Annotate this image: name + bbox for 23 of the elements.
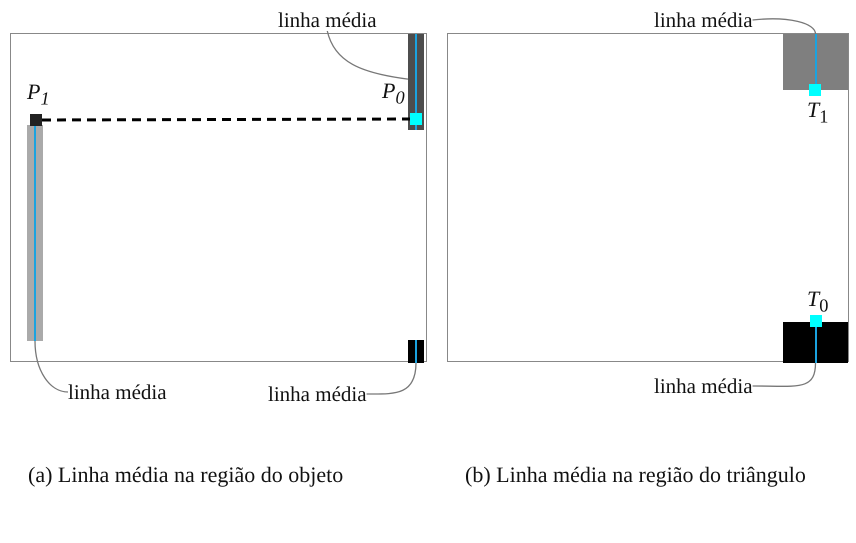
figure-caption: (b) Linha média na região do triângulo [465,461,807,489]
panel-frame [447,33,849,362]
leader-line [326,30,408,80]
point-label: P$_{0}$ [382,79,405,110]
point-label: T$_{0}$ [807,287,828,318]
midline-bar [27,125,43,341]
leader-line [34,340,68,393]
leader-line [752,362,816,387]
point-label: T$_{1}$ [807,98,828,128]
callout-label: linha média [654,375,753,397]
object-block [783,322,848,363]
panel-frame [10,33,427,362]
leader-line [366,362,417,395]
object-block [783,34,848,90]
dashed-line [42,118,410,122]
callout-label: linha média [268,383,367,405]
leader-line [752,18,816,34]
midline-bar [408,340,424,363]
callout-label: linha média [654,9,753,31]
figure-caption: (a) Linha média na região do objeto [28,461,344,489]
callout-label: linha média [68,381,167,403]
point-label: P$_{1}$ [27,80,50,110]
callout-label: linha média [278,9,377,31]
